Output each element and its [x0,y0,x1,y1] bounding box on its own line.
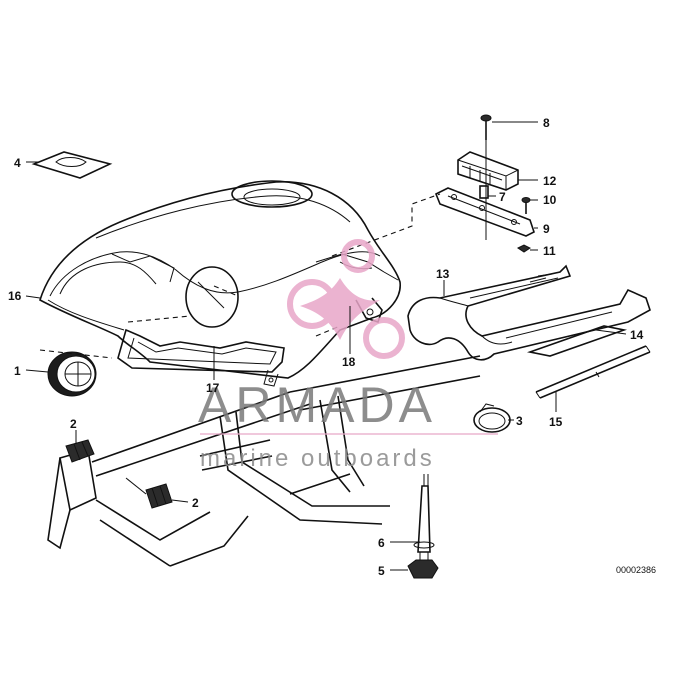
watermark-subtitle: marine outboards [200,445,435,472]
diagram-part-number: 00002386 [616,565,656,575]
rod [535,345,651,399]
watermark-title: ARMADA [198,377,436,433]
callout-17: 17 [206,381,220,395]
assembly-guides [39,193,441,359]
callout-11: 11 [543,244,556,258]
armada-logo [287,239,405,359]
frame [47,355,481,567]
callout-2-upper: 2 [70,417,77,431]
callout-16: 16 [8,289,22,303]
callout-1: 1 [14,364,21,378]
watermark: ARMADA marine outboards [198,239,498,472]
leader-lines [25,121,627,571]
knee-pad-gasket [117,328,285,387]
mounting-bracket [434,114,535,253]
callout-5: 5 [378,564,385,578]
callout-18: 18 [342,355,356,369]
foam-strip [526,325,628,357]
callout-9: 9 [543,222,550,236]
callout-15: 15 [549,415,563,429]
callout-10: 10 [543,193,557,207]
callout-6: 6 [378,536,385,550]
callout-7: 7 [499,190,506,204]
rubber-pad [31,151,113,179]
side-cover [407,264,651,361]
callout-8: 8 [543,116,550,130]
tank-emblem [47,351,97,397]
callout-2-lower: 2 [192,496,199,510]
callout-3: 3 [516,414,523,428]
callout-13: 13 [436,267,450,281]
callouts: 8 12 7 10 9 11 13 14 15 3 16 1 4 17 18 2… [8,116,644,578]
fuel-tap [407,474,439,579]
callout-4: 4 [14,156,21,170]
callout-12: 12 [543,174,557,188]
hose-clamp [473,403,511,433]
callout-14: 14 [630,328,644,342]
